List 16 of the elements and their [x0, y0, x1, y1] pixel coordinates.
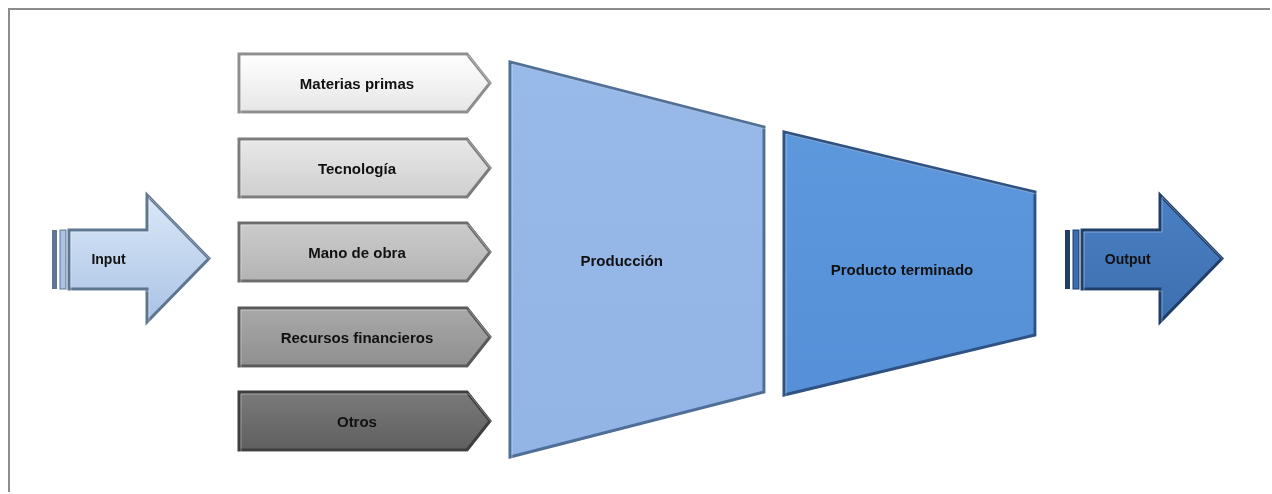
- pentagon-label-box: [239, 54, 490, 112]
- node-label: Recursos financieros: [280, 328, 434, 346]
- pentagon-label-box: [239, 308, 490, 366]
- pentagon-label-box: [239, 392, 490, 450]
- trapezoid-shape: [510, 62, 764, 457]
- node-label: Producción: [580, 251, 663, 268]
- node-label: Materias primas: [299, 74, 415, 92]
- node-label: Mano de obra: [308, 243, 406, 261]
- node-label: Tecnología: [317, 159, 396, 177]
- trapezoid-shape: [784, 132, 1035, 395]
- node-label: Otros: [336, 412, 377, 430]
- node-label: Input: [91, 250, 126, 267]
- node-label: Producto terminado: [830, 260, 974, 278]
- pentagon-label-box: [239, 139, 490, 197]
- pentagon-label-box: [239, 223, 490, 281]
- node-label: Output: [1104, 250, 1151, 267]
